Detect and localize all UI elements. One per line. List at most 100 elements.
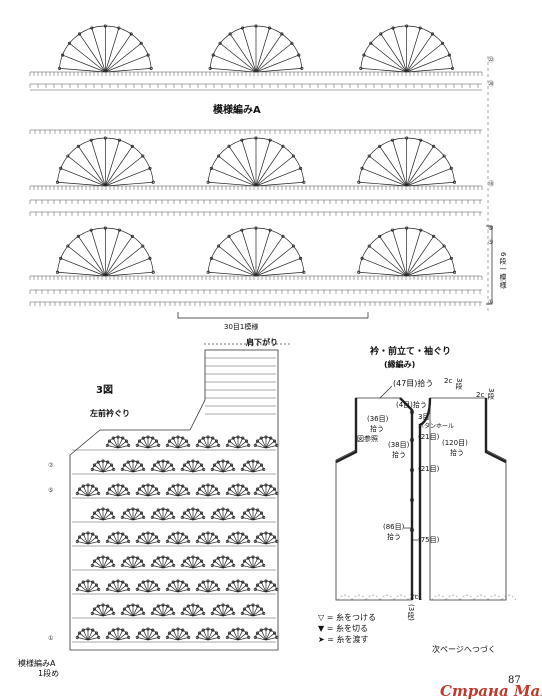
stitch-picot: [124, 439, 129, 443]
stitch-spoke: [137, 589, 149, 593]
stitch-picot: [269, 484, 273, 488]
stitch-spoke: [255, 27, 270, 73]
stitch-spoke: [112, 533, 119, 545]
stitch-spoke: [177, 437, 184, 449]
stitch-spoke: [255, 230, 271, 277]
stitch-spoke: [117, 485, 124, 497]
stitch-spoke: [229, 440, 239, 449]
stitch-picot: [231, 628, 235, 632]
stitch-picot: [211, 436, 215, 440]
stitch-picot: [216, 460, 220, 464]
stitch-picot: [122, 511, 127, 515]
stitch-spoke: [247, 557, 254, 569]
figure3-chart: [69, 343, 290, 651]
stitch-spoke: [202, 485, 209, 497]
shell-arc: [136, 580, 160, 590]
stitch-picot: [76, 144, 80, 148]
stitch-spoke: [117, 589, 129, 593]
stitch-picot: [111, 628, 115, 632]
stitch-spoke: [227, 589, 239, 593]
shoulder-label: 肩下がり: [246, 338, 278, 347]
stitch-spoke: [177, 541, 189, 545]
shell-arc: [166, 580, 190, 590]
stitch-spoke: [154, 464, 164, 473]
stitch-spoke: [252, 560, 262, 569]
stitch-spoke: [202, 629, 209, 641]
stitch-spoke: [260, 485, 267, 497]
shell-motif: [206, 226, 306, 277]
stitch-spoke: [169, 440, 179, 449]
stitch-spoke: [94, 464, 104, 473]
label-rows-right-b: 3段: [487, 388, 495, 400]
stitch-spoke: [237, 637, 249, 641]
stitch-spoke: [139, 584, 149, 593]
stitch-picot: [156, 508, 160, 512]
stitch-picot: [182, 559, 187, 563]
stitch-spoke: [232, 629, 239, 641]
stitch-spoke: [77, 637, 89, 641]
shell-arc: [121, 508, 145, 518]
stitch-spoke: [177, 589, 189, 593]
stitch-spoke: [117, 533, 124, 545]
stitch-picot: [259, 436, 263, 440]
stitch-spoke: [237, 581, 244, 593]
stitch-picot: [227, 535, 232, 539]
stitch-spoke: [252, 557, 259, 569]
stitch-spoke: [117, 632, 127, 641]
stitch-picot: [107, 439, 112, 443]
stitch-picot: [107, 487, 112, 491]
guide-dot: [220, 343, 222, 345]
stitch-picot: [171, 436, 175, 440]
stitch-spoke: [152, 565, 164, 569]
stitch-spoke: [132, 509, 139, 521]
stitch-spoke: [222, 560, 232, 569]
stitch-picot: [152, 607, 157, 611]
stitch-spoke: [255, 271, 304, 277]
stitch-spoke: [227, 445, 239, 449]
stitch-spoke: [182, 613, 194, 617]
stitch-spoke: [392, 140, 408, 187]
stitch-spoke: [162, 605, 169, 617]
stitch-spoke: [406, 33, 433, 73]
shell-motif: [165, 435, 191, 449]
stitch-spoke: [265, 445, 277, 449]
stitch-spoke: [167, 445, 179, 449]
shell-arc: [254, 436, 278, 446]
shell-motif: [135, 531, 161, 545]
stitch-spoke: [109, 440, 119, 449]
stitch-spoke: [79, 632, 89, 641]
stitch-spoke: [162, 613, 174, 617]
stitch-picot: [199, 559, 204, 563]
stitch-spoke: [192, 608, 202, 617]
stitch-picot: [272, 439, 277, 443]
stitch-spoke: [406, 68, 453, 73]
stitch-picot: [154, 535, 159, 539]
stitch-picot: [227, 583, 232, 587]
stitch-spoke: [255, 245, 294, 277]
stitch-spoke: [199, 584, 209, 593]
shell-motif: [240, 603, 266, 617]
stitch-picot: [152, 463, 157, 467]
stitch-spoke: [257, 584, 267, 593]
stitch-spoke: [237, 485, 244, 497]
shell-motif: [240, 555, 266, 569]
stitch-spoke: [199, 536, 209, 545]
stitch-picot: [184, 631, 189, 635]
stitch-spoke: [87, 493, 99, 497]
stitch-spoke: [192, 464, 202, 473]
stitch-spoke: [212, 613, 224, 617]
stitch-picot: [196, 556, 200, 560]
stitch-picot: [92, 607, 97, 611]
guide-dot: [252, 343, 254, 345]
stitch-spoke: [184, 464, 194, 473]
stitch-picot: [156, 460, 160, 464]
stitch-spoke: [192, 461, 199, 473]
stitch-spoke: [112, 581, 119, 593]
stitch-spoke: [172, 485, 179, 497]
stitch-spoke: [247, 509, 254, 521]
stitch-spoke: [117, 437, 124, 449]
hem-scallop: [379, 594, 395, 601]
stitch-picot: [181, 628, 185, 632]
shell-arc: [226, 628, 250, 638]
stitch-picot: [181, 532, 185, 536]
